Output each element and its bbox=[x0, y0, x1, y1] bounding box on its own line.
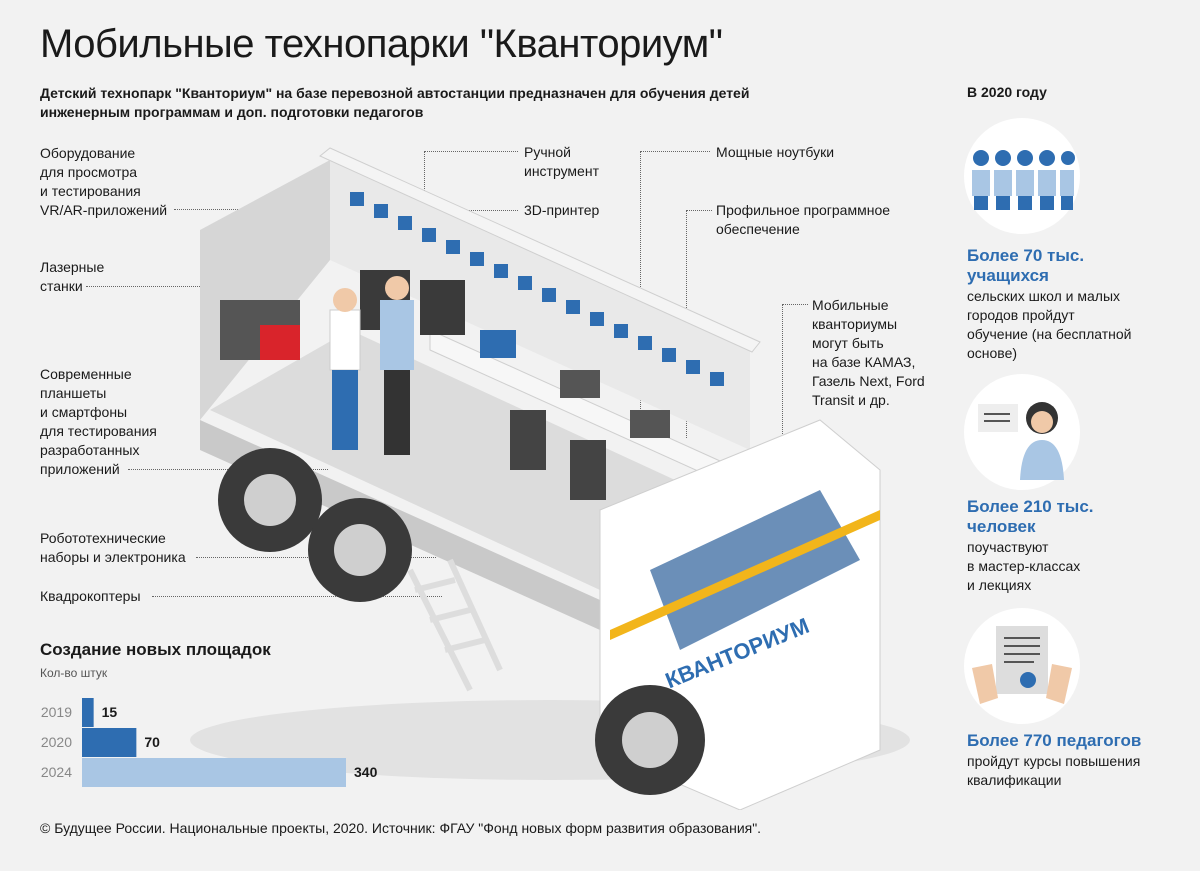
stat-students-title: Более 70 тыс.учащихся bbox=[967, 246, 1085, 285]
chart-bar bbox=[82, 728, 137, 757]
label-laptops: Мощные ноутбуки bbox=[716, 144, 835, 160]
chart-bar bbox=[82, 698, 94, 727]
teachers-icon bbox=[964, 608, 1080, 724]
stat-people-title: Более 210 тыс.человек bbox=[967, 497, 1094, 536]
label-drones: Квадрокоптеры bbox=[40, 588, 141, 604]
truck-illustration: КВАНТОРИУМ bbox=[190, 147, 910, 810]
chart-unit-label: Кол-во штук bbox=[40, 666, 108, 680]
chart-value-label: 340 bbox=[354, 764, 378, 780]
chart-value-label: 70 bbox=[144, 734, 160, 750]
students-icon bbox=[964, 118, 1080, 234]
page-title: Мобильные технопарки "Кванториум" bbox=[40, 22, 723, 66]
chart-bar bbox=[82, 758, 346, 787]
lecturer-icon bbox=[964, 374, 1080, 490]
stat-teachers-title: Более 770 педагогов bbox=[967, 731, 1142, 750]
chart-category-label: 2019 bbox=[41, 704, 72, 720]
stats-year: В 2020 году bbox=[967, 84, 1047, 100]
footer-source: © Будущее России. Национальные проекты, … bbox=[40, 820, 762, 836]
chart-value-label: 15 bbox=[102, 704, 118, 720]
chart-title: Создание новых площадок bbox=[40, 640, 271, 659]
chart-category-label: 2020 bbox=[41, 734, 72, 750]
chart-category-label: 2024 bbox=[41, 764, 72, 780]
label-3d-printer: 3D-принтер bbox=[524, 202, 600, 218]
page-subtitle: Детский технопарк "Кванториум" на базе п… bbox=[40, 85, 750, 120]
sites-bar-chart: 2019 15 2020 70 2024 340 bbox=[41, 698, 378, 787]
